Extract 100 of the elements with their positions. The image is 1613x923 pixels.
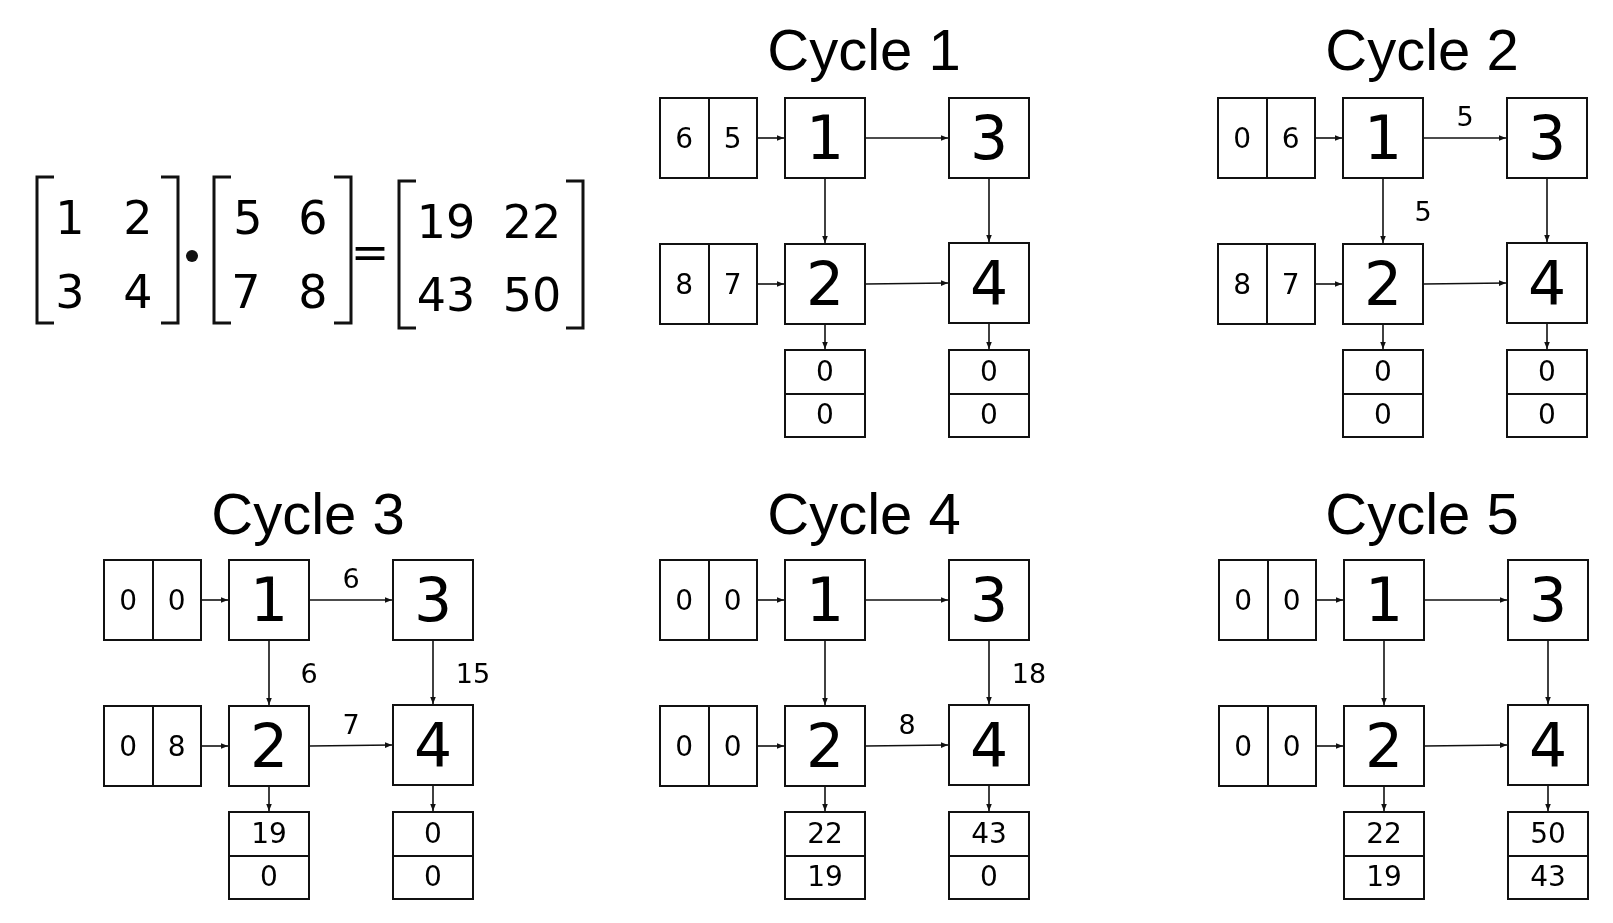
processing-element-box: 3 <box>948 97 1030 179</box>
register-value: 0 <box>118 582 139 619</box>
arrow <box>201 597 229 603</box>
arrow <box>865 597 949 603</box>
arrow <box>757 597 785 603</box>
processing-element-box: 4 <box>1507 704 1589 786</box>
matrix-entry: 3 <box>55 269 85 315</box>
arrow <box>1423 280 1507 286</box>
arrow <box>757 281 785 287</box>
input-register-box <box>1217 243 1316 325</box>
register-value: 0 <box>1266 707 1315 785</box>
register-value: 0 <box>950 392 1028 436</box>
arrow <box>1380 178 1386 244</box>
register-value: 8 <box>674 266 695 303</box>
arrow <box>1316 597 1344 603</box>
input-register-box <box>1218 559 1317 641</box>
matrix-entry: 1 <box>55 195 85 241</box>
arrow <box>309 597 393 603</box>
register-value: 0 <box>674 582 695 619</box>
matrix-entry: 43 <box>416 272 476 318</box>
input-register-box <box>659 97 758 179</box>
register-value: 7 <box>707 245 756 323</box>
register-value: 0 <box>1233 728 1254 765</box>
register-value: 19 <box>786 854 864 898</box>
input-register-box <box>659 243 758 325</box>
output-register-box <box>948 349 1030 438</box>
arrow <box>1381 786 1387 812</box>
register-value: 0 <box>1344 392 1422 436</box>
arrow <box>1545 640 1551 705</box>
arrow <box>1380 324 1386 350</box>
arrow <box>986 178 992 243</box>
register-value: 0 <box>1508 392 1586 436</box>
register-value: 0 <box>707 561 756 639</box>
register-value: 0 <box>1373 353 1393 390</box>
processing-element-box: 1 <box>784 559 866 641</box>
output-register-box <box>1342 349 1424 438</box>
register-value: 0 <box>423 815 443 852</box>
arrow <box>430 640 436 705</box>
output-register-box <box>784 349 866 438</box>
register-value: 22 <box>1365 815 1403 852</box>
output-register-box <box>1507 811 1589 900</box>
register-value: 43 <box>1509 854 1587 898</box>
arrow <box>266 786 272 812</box>
register-value: 0 <box>950 854 1028 898</box>
arrow <box>1544 323 1550 350</box>
register-value: 0 <box>230 854 308 898</box>
matrix-entry: 8 <box>298 269 328 315</box>
matrix-entry: 6 <box>298 195 328 241</box>
processing-element-box: 3 <box>392 559 474 641</box>
processing-element-box: 1 <box>1343 559 1425 641</box>
processing-element-box: 1 <box>1342 97 1424 179</box>
input-register-box <box>103 705 202 787</box>
processing-element-box: 2 <box>784 705 866 787</box>
register-value: 19 <box>250 815 288 852</box>
arrow <box>266 640 272 706</box>
arrow <box>822 640 828 706</box>
register-value: 0 <box>151 561 200 639</box>
matrix-entry: 7 <box>231 269 261 315</box>
register-value: 0 <box>1266 561 1315 639</box>
register-value: 0 <box>1537 353 1557 390</box>
arrow <box>430 785 436 812</box>
input-register-box <box>659 705 758 787</box>
register-value: 43 <box>970 815 1008 852</box>
equals-sign: = <box>350 229 390 275</box>
matrix-entry: 5 <box>233 195 263 241</box>
register-value: 0 <box>815 353 835 390</box>
processing-element-box: 1 <box>784 97 866 179</box>
register-value: 22 <box>806 815 844 852</box>
arrow <box>822 324 828 350</box>
arrow <box>1545 785 1551 812</box>
arrow <box>865 742 949 748</box>
processing-element-box: 3 <box>1506 97 1588 179</box>
register-value: 8 <box>1232 266 1253 303</box>
output-register-box <box>1343 811 1425 900</box>
output-register-box <box>948 811 1030 900</box>
arrow <box>1316 743 1344 749</box>
matrix-entry: 50 <box>502 272 562 318</box>
arrow <box>865 135 949 141</box>
register-value: 19 <box>1345 854 1423 898</box>
register-value: 7 <box>1265 245 1314 323</box>
processing-element-box: 3 <box>1507 559 1589 641</box>
register-value: 0 <box>979 353 999 390</box>
processing-element-box: 3 <box>948 559 1030 641</box>
arrow <box>1381 640 1387 706</box>
processing-element-box: 4 <box>1506 242 1588 324</box>
input-register-box <box>1217 97 1316 179</box>
arrow <box>1423 135 1507 141</box>
register-value: 5 <box>707 99 756 177</box>
arrow <box>757 743 785 749</box>
output-register-box <box>1506 349 1588 438</box>
arrow <box>1315 281 1343 287</box>
input-register-box <box>1218 705 1317 787</box>
arrow <box>1544 178 1550 243</box>
arrow <box>865 280 949 286</box>
register-value: 50 <box>1529 815 1567 852</box>
arrow <box>1424 742 1508 748</box>
processing-element-box: 4 <box>392 704 474 786</box>
processing-element-box: 4 <box>948 242 1030 324</box>
processing-element-box: 1 <box>228 559 310 641</box>
arrow <box>822 178 828 244</box>
